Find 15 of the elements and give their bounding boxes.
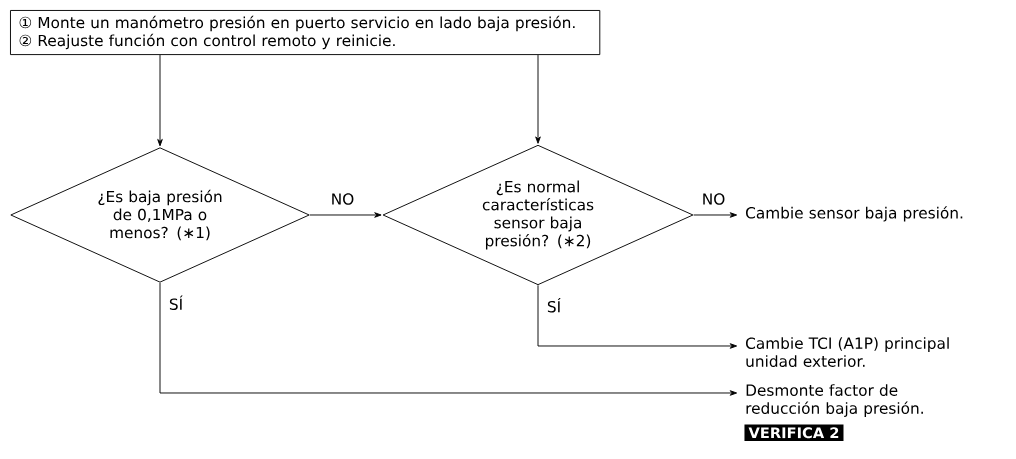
arrow [535, 54, 541, 144]
arrow [693, 212, 738, 218]
edge-label: NO [329, 191, 356, 207]
result-text: Cambie sensor baja presión. [746, 206, 963, 222]
arrow [157, 54, 163, 147]
arrow [309, 212, 382, 218]
edge-label: NO [700, 191, 727, 207]
arrow [537, 284, 738, 349]
edge-label: SÍ [545, 296, 563, 314]
instruction-box: ① Monte un manómetro presión en puerto servicio en lado baja presión. ② Reajuste función con control remoto y reinicie. [10, 10, 601, 56]
edge-label: SÍ [167, 294, 185, 312]
result-text: Cambie TCI (A1P) principal unidad exterior. [746, 337, 949, 367]
arrow [159, 282, 738, 396]
result-text: Desmonte factor de reducción baja presión. [746, 384, 923, 417]
result-badge: VERIFICA 2 [744, 424, 844, 441]
